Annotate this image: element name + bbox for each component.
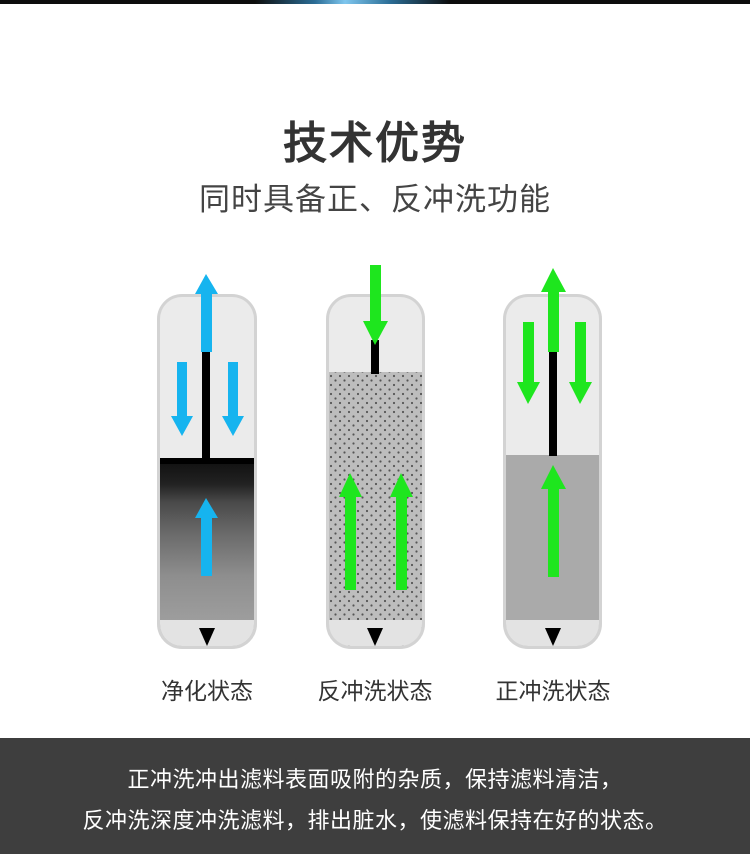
vessel-backwash: [326, 265, 425, 649]
filter-states-diagram: [157, 265, 602, 649]
arrow-green-down-left: [517, 322, 540, 404]
arrow-green-up-right: [390, 473, 413, 590]
footer-banner: 正冲洗冲出滤料表面吸附的杂质，保持滤料清洁， 反冲洗深度冲洗滤料，排出脏水，使滤…: [0, 738, 750, 854]
arrow-blue-up-top: [195, 274, 218, 352]
vessel-forward-wash: [503, 268, 602, 649]
arrow-green-down-top: [363, 265, 388, 345]
label-forward-wash-state: 正冲洗状态: [495, 679, 611, 705]
arrow-blue-up-bottom: [195, 498, 218, 576]
page-subtitle: 同时具备正、反冲洗功能: [199, 182, 551, 218]
arrow-blue-down-left: [171, 362, 193, 436]
label-backwash-state: 反冲洗状态: [317, 679, 433, 705]
page-title: 技术优势: [283, 118, 467, 169]
arrow-green-down-right: [569, 322, 592, 404]
footer-text-line-2: 反冲洗深度冲洗滤料，排出脏水，使滤料保持在好的状态。: [82, 809, 668, 834]
top-decorative-strip: [0, 0, 750, 4]
arrow-green-up-bottom: [541, 465, 566, 577]
label-purification-state: 净化状态: [161, 679, 253, 705]
vessel-purification: [157, 274, 257, 649]
arrow-blue-down-right: [222, 362, 244, 436]
arrow-green-up-top: [541, 268, 566, 352]
arrow-green-up-left: [339, 473, 362, 590]
footer-text-line-1: 正冲洗冲出滤料表面吸附的杂质，保持滤料清洁，: [127, 768, 623, 793]
